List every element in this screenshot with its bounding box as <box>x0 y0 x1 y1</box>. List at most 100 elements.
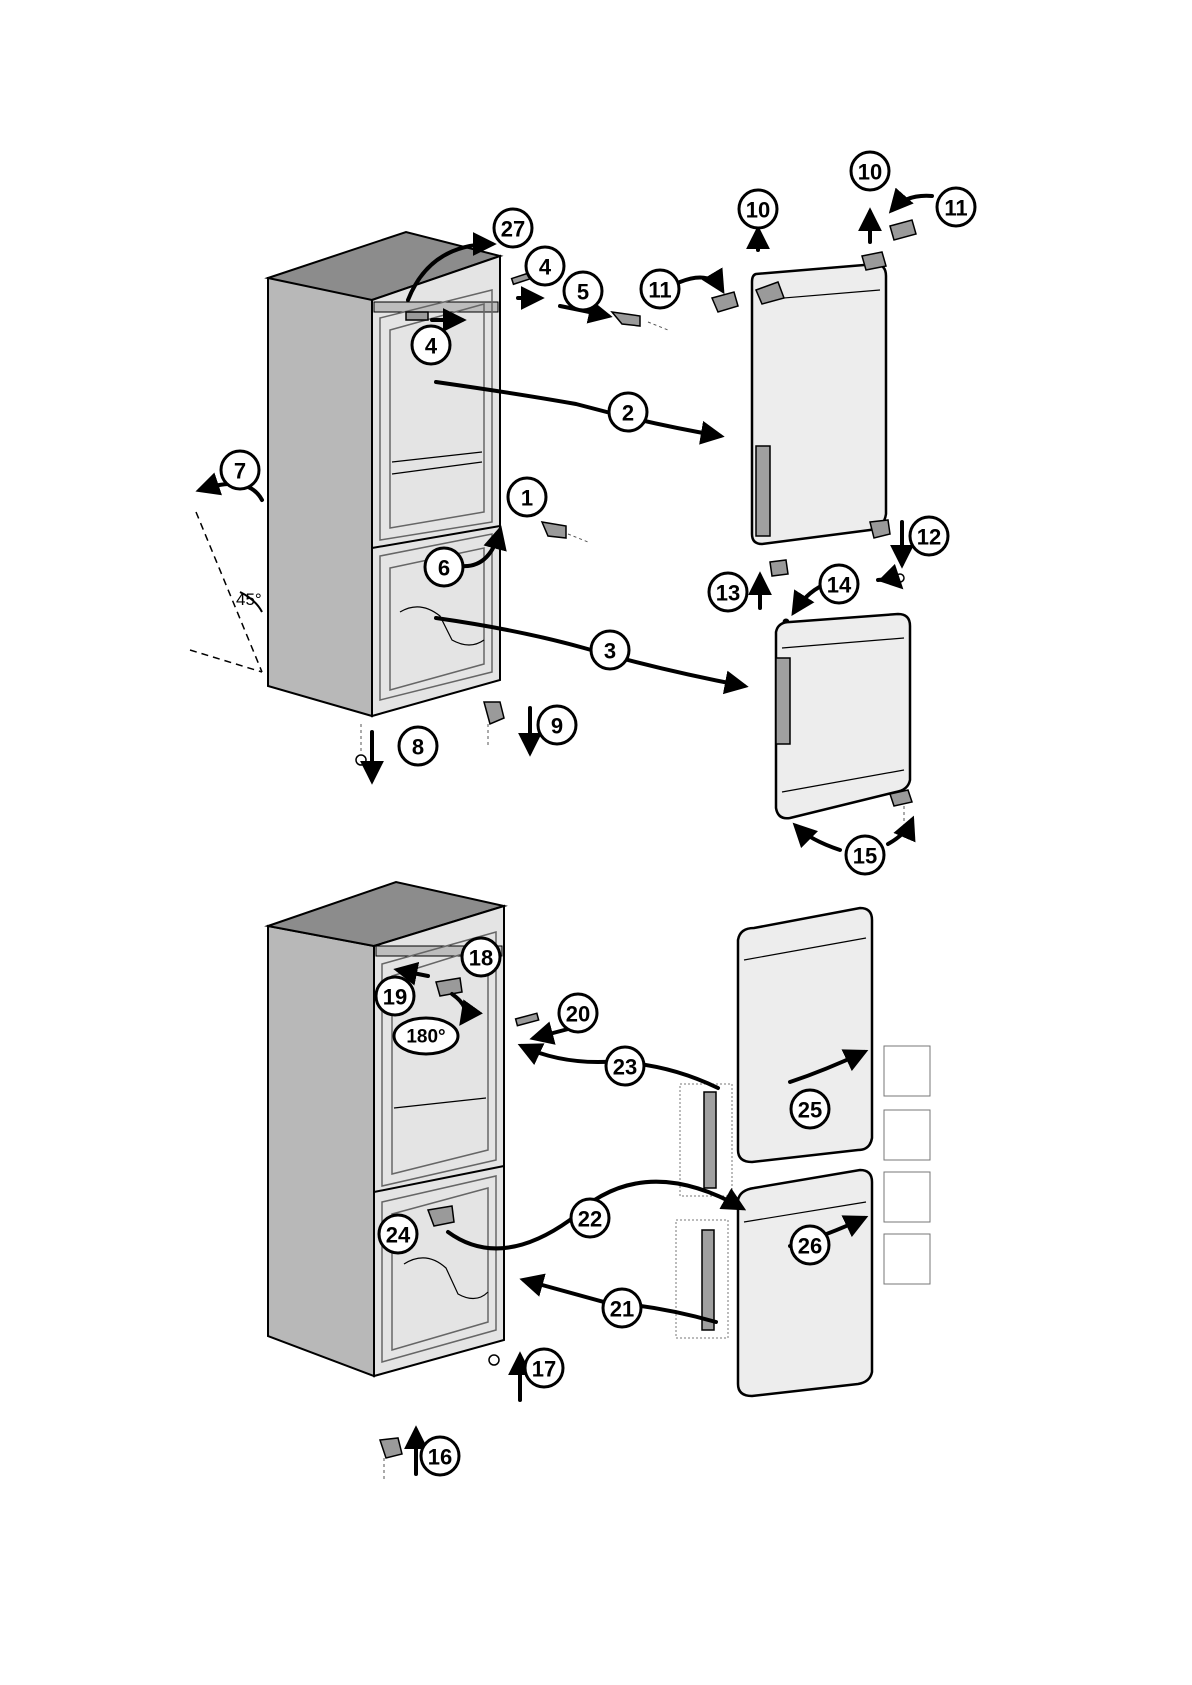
cabinet-front-frame <box>372 256 500 716</box>
callout-c9: 9 <box>538 706 576 744</box>
callout-number: 9 <box>551 714 563 739</box>
callout-c2: 2 <box>609 393 647 431</box>
callout-number: 8 <box>412 735 424 760</box>
callout-number: 12 <box>917 525 941 550</box>
rotation-label: 180° <box>406 1027 445 1048</box>
fridge-top-illustration: 45° <box>190 196 932 850</box>
callout-number: 5 <box>577 280 589 305</box>
moved-hinge-part <box>436 978 462 996</box>
cabinet-side-panel-2 <box>268 926 374 1376</box>
callout-c15: 15 <box>846 836 884 874</box>
callout-number: 11 <box>648 278 671 303</box>
callout-number: 2 <box>622 401 634 426</box>
callout-c11a: 11 <box>641 270 679 308</box>
floor-guide-line <box>190 650 262 672</box>
callout-c25: 25 <box>791 1090 829 1128</box>
callout-c11b: 11 <box>937 188 975 226</box>
callout-number: 21 <box>610 1297 634 1322</box>
callout-number: 13 <box>716 581 740 606</box>
middle-hinge-screw-guide <box>568 534 588 542</box>
callout-number: 7 <box>234 459 246 484</box>
leveling-foot <box>356 755 366 765</box>
callout-number: 24 <box>386 1223 411 1248</box>
upper-handle-relocated <box>704 1092 716 1188</box>
callout-c21: 21 <box>603 1289 641 1327</box>
angle-label: 45° <box>236 590 262 609</box>
callout-number: 19 <box>383 985 407 1010</box>
upper-door-cap-right <box>890 220 916 240</box>
callout-number: 3 <box>604 639 616 664</box>
arrow-cap-left <box>680 278 722 291</box>
callout-c3: 3 <box>591 631 629 669</box>
callout-c10b: 10 <box>851 152 889 190</box>
callout-c16: 16 <box>421 1437 459 1475</box>
screw-cover-panel-4 <box>884 1234 930 1284</box>
callout-c19: 19 <box>376 977 414 1015</box>
hinge-bushing <box>896 574 904 582</box>
callout-c6: 6 <box>425 548 463 586</box>
lower-door-handle <box>776 658 790 744</box>
callout-c13: 13 <box>709 573 747 611</box>
lower-door <box>776 614 910 818</box>
callout-c12: 12 <box>910 517 948 555</box>
callout-number: 14 <box>827 573 852 598</box>
top-cover-part <box>406 312 428 320</box>
arrow-cap-right <box>892 196 932 210</box>
callout-c4b: 4 <box>412 326 450 364</box>
callout-c14: 14 <box>820 565 858 603</box>
callout-number: 17 <box>532 1357 556 1382</box>
moved-cap-part <box>516 1013 539 1025</box>
screw-cover-panel-3 <box>884 1172 930 1222</box>
callout-c24: 24 <box>379 1215 417 1253</box>
callout-number: 1 <box>521 486 533 511</box>
moved-leveling-foot <box>489 1355 499 1365</box>
middle-hinge-part <box>542 522 566 538</box>
callout-number: 11 <box>944 196 967 221</box>
callout-number: 22 <box>578 1207 602 1232</box>
upper-hinge-part <box>612 312 640 326</box>
arrow-bottom-hinge-move-right <box>888 820 912 844</box>
cabinet-side-panel <box>268 278 372 716</box>
callout-number: 25 <box>798 1098 822 1123</box>
arrow-bottom-hinge-move-left <box>796 826 840 850</box>
callout-c4a: 4 <box>526 247 564 285</box>
door-hinge-pin-left <box>770 560 788 576</box>
callout-c5: 5 <box>564 272 602 310</box>
upper-door-handle <box>756 446 770 536</box>
callout-c7: 7 <box>221 451 259 489</box>
callout-number: 6 <box>438 556 450 581</box>
fridge-bottom-illustration <box>268 882 930 1480</box>
door-hinge-pin-right <box>870 520 890 538</box>
callout-number: 18 <box>469 946 493 971</box>
moved-bottom-hinge <box>380 1438 402 1458</box>
callout-number: 4 <box>539 255 552 280</box>
callout-c20: 20 <box>559 994 597 1032</box>
callout-c1: 1 <box>508 478 546 516</box>
callout-number: 10 <box>746 198 770 223</box>
screw-cover-panel-1 <box>884 1046 930 1096</box>
callout-number: 10 <box>858 160 882 185</box>
callout-number: 26 <box>798 1234 822 1259</box>
callout-c18: 18 <box>462 938 500 976</box>
upper-door-hinge-cover-right <box>862 252 886 270</box>
callout-number: 20 <box>566 1002 590 1027</box>
callout-c10a: 10 <box>739 190 777 228</box>
callout-number: 27 <box>501 217 525 242</box>
callout-c17: 17 <box>525 1349 563 1387</box>
rotation-badge: 180° <box>394 1018 458 1054</box>
callout-c8: 8 <box>399 727 437 765</box>
callout-c22: 22 <box>571 1199 609 1237</box>
callout-number: 16 <box>428 1445 452 1470</box>
lower-handle-relocated <box>702 1230 714 1330</box>
callout-number: 4 <box>425 334 438 359</box>
callout-c23: 23 <box>606 1047 644 1085</box>
bottom-hinge-part <box>484 702 504 724</box>
screw-cover-panel-2 <box>884 1110 930 1160</box>
hinge-screw-guide <box>648 322 668 330</box>
callout-number: 15 <box>853 844 877 869</box>
upper-door-cap-left <box>712 292 738 312</box>
upper-door <box>752 264 886 544</box>
callout-number: 23 <box>613 1055 637 1080</box>
callout-c27: 27 <box>494 209 532 247</box>
